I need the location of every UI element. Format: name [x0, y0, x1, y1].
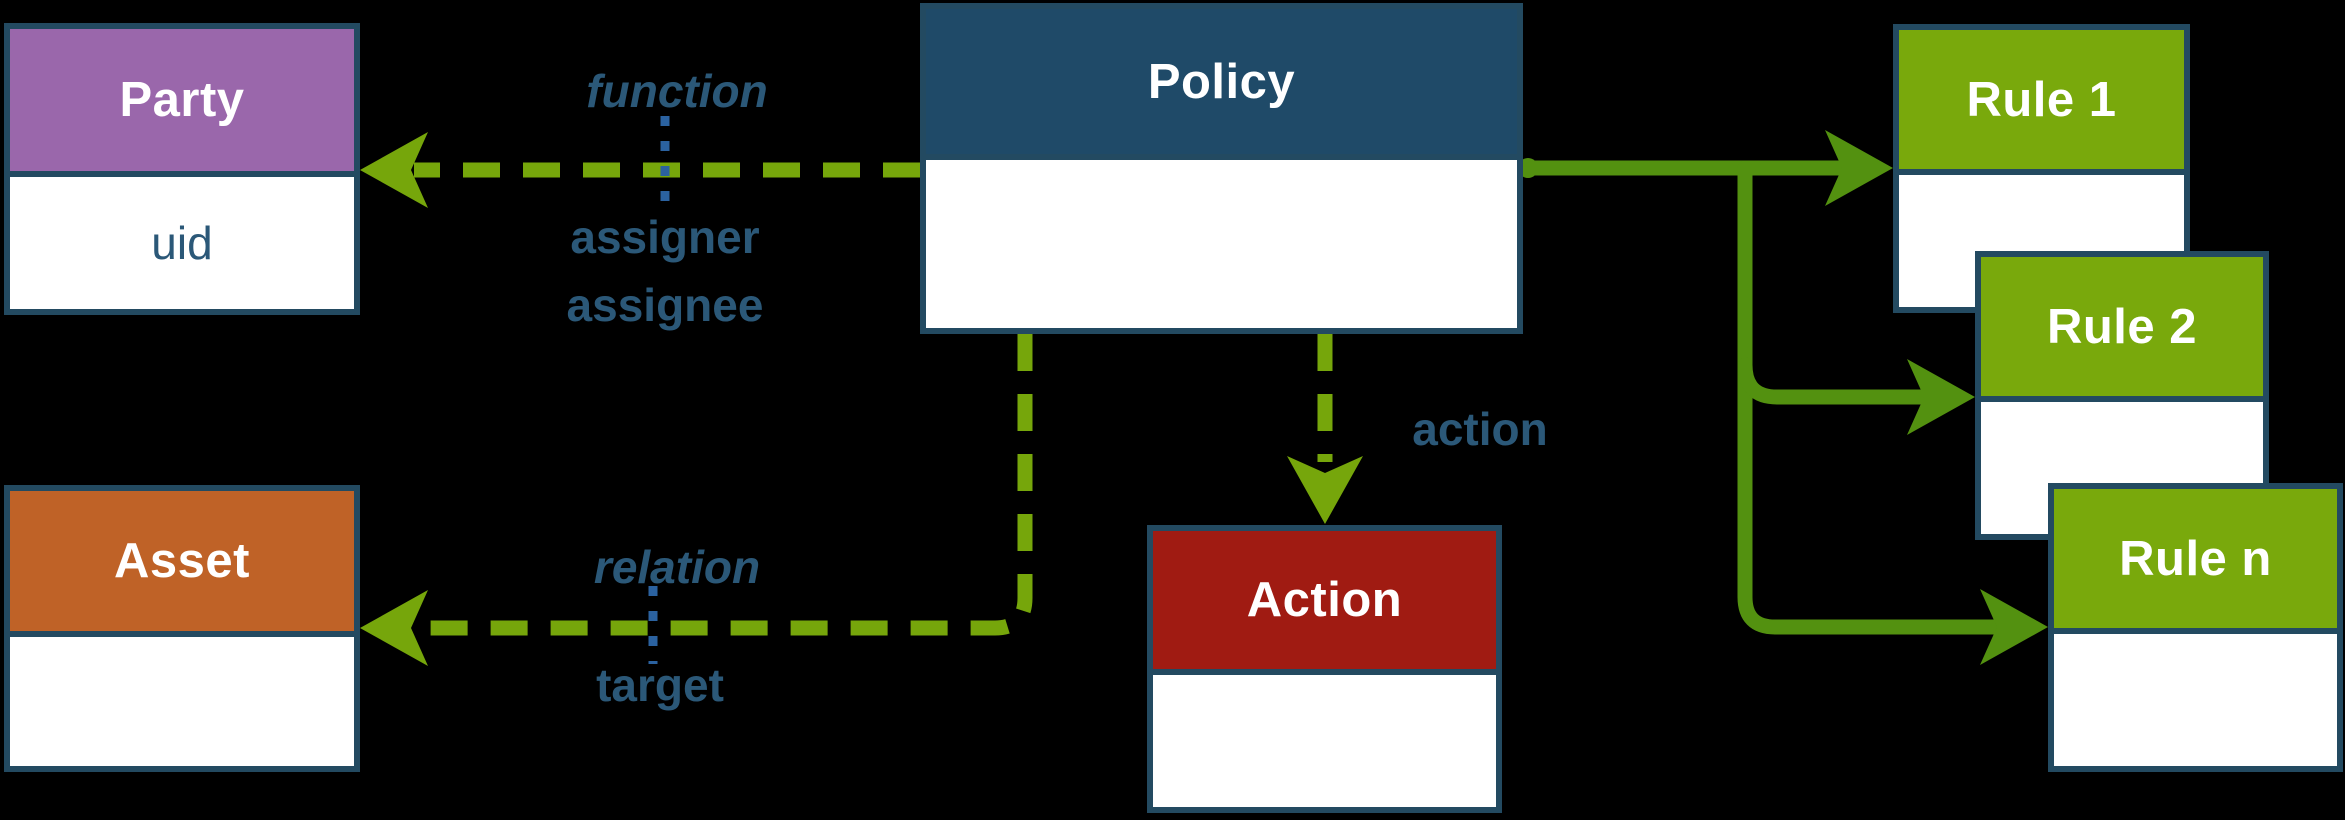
rule2-arrowhead-icon	[1907, 359, 1975, 435]
rule2-edge-line	[1737, 357, 1932, 405]
action-edge-label: action	[1412, 403, 1548, 455]
rule2-class-title: Rule 2	[1981, 257, 2263, 402]
function-edge-label: function	[586, 65, 768, 117]
rulen-class-box: Rule n	[2048, 483, 2343, 772]
relation-edge-label: relation	[593, 541, 761, 593]
action-class-body	[1153, 675, 1496, 807]
asset-class-title: Asset	[10, 491, 354, 637]
target-edge-label: target	[596, 659, 724, 711]
relation-arrowhead-icon	[360, 590, 428, 666]
action-class-box: Action	[1147, 525, 1502, 813]
asset-class-box: Asset	[4, 485, 360, 772]
asset-class-body	[10, 637, 354, 766]
party-attribute-uid: uid	[10, 177, 354, 309]
rule1-class-title: Rule 1	[1899, 30, 2184, 175]
policy-class-box: Policy	[920, 3, 1523, 334]
rule1-arrowhead-icon	[1825, 130, 1893, 206]
policy-class-title: Policy	[926, 9, 1517, 160]
action-class-title: Action	[1153, 531, 1496, 675]
rulen-arrowhead-icon	[1980, 589, 2048, 665]
party-class-title: Party	[10, 29, 354, 177]
party-class-box: Party uid	[4, 23, 360, 315]
assigner-edge-label: assigner	[570, 211, 760, 263]
assignee-edge-label: assignee	[566, 279, 764, 331]
rulen-class-body	[2054, 634, 2337, 766]
policy-class-body	[926, 160, 1517, 328]
rulen-class-title: Rule n	[2054, 489, 2337, 634]
action-arrowhead-icon	[1287, 456, 1363, 524]
function-arrowhead-icon	[360, 132, 428, 208]
